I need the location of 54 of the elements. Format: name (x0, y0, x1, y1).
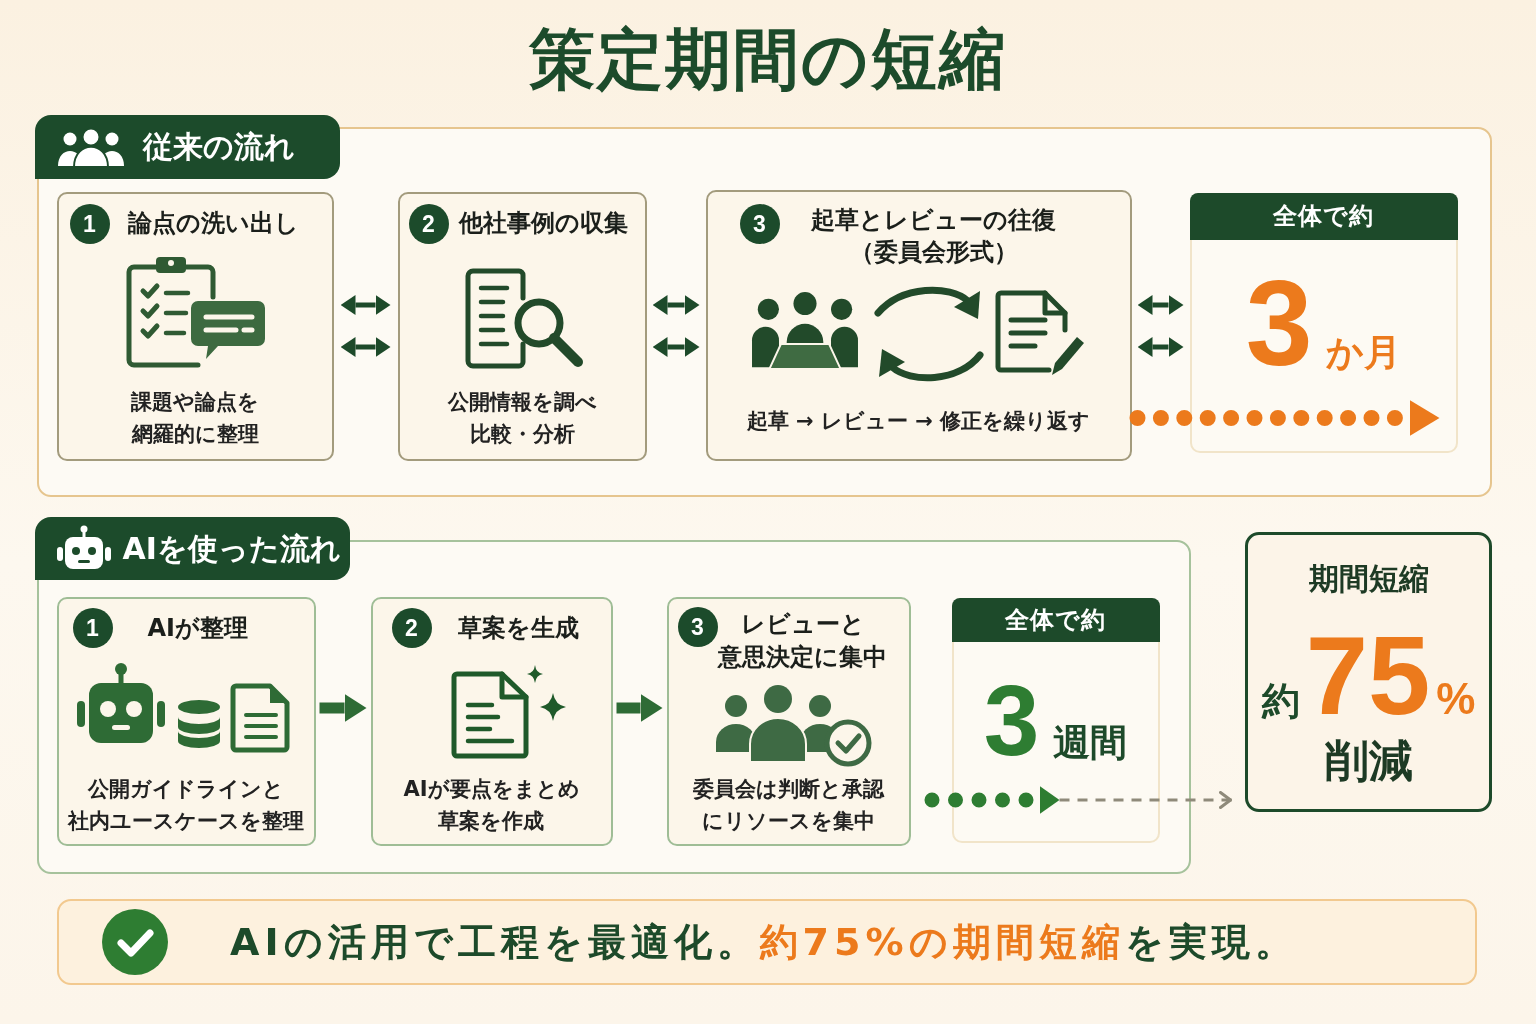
step-number: 3 (739, 203, 780, 244)
step-description: 公開ガイドラインと社内ユースケースを整理 (68, 775, 304, 835)
dotted-arrow (1129, 400, 1440, 436)
step-number: 1 (69, 203, 110, 244)
arrow (319, 694, 367, 722)
step-heading: 論点の洗い出し (127, 207, 299, 239)
step-card (56, 596, 316, 846)
double-arrow (652, 337, 700, 357)
double-arrow (1137, 295, 1184, 315)
percentage-number: 75 (1305, 620, 1431, 732)
dotted-arrow (924, 786, 1060, 814)
summary-banner (57, 899, 1477, 985)
card-heading: 全体で約 (951, 597, 1160, 642)
diagram-title: 策定期間の短縮 (529, 20, 1007, 100)
summary-text: AIの活用で工程を最適化。約75%の期間短縮を実現。 (230, 919, 1298, 966)
double-arrow (340, 337, 391, 357)
result-label: 削減 (1324, 735, 1413, 787)
dashed-arrow (1059, 791, 1232, 809)
step-card (370, 596, 613, 846)
duration-unit: か月 (1326, 333, 1402, 371)
result-card (1245, 532, 1492, 812)
step-heading: 起草とレビューの往復（委員会形式） (811, 204, 1056, 268)
step-number: 2 (391, 607, 432, 648)
prefix-label: 約 (1261, 682, 1300, 720)
double-arrow (1137, 337, 1184, 357)
duration-card (1189, 192, 1458, 453)
duration-number: 3 (983, 669, 1040, 770)
step-card (705, 189, 1132, 461)
step-card (666, 596, 911, 846)
step-heading: レビューと意思決定に集中 (718, 608, 887, 673)
duration-number: 3 (1245, 262, 1313, 383)
step-description: 委員会は判断と承認にリソースを集中 (693, 775, 884, 835)
step-number: 2 (408, 203, 449, 244)
percent-sign: % (1436, 677, 1476, 721)
step-description: 起草 → レビュー → 修正を繰り返す (746, 407, 1091, 435)
step-heading: 他社事例の収集 (458, 207, 628, 239)
step-card (56, 191, 334, 461)
step-number: 3 (677, 606, 718, 647)
step-heading: 草案を生成 (457, 612, 579, 644)
card-heading: 期間短縮 (1308, 561, 1429, 597)
step-description: 公開情報を調べ比較・分析 (447, 388, 597, 448)
step-description: 課題や論点を網羅的に整理 (131, 388, 259, 448)
step-card (397, 191, 647, 461)
duration-unit: 週間 (1053, 723, 1128, 761)
step-heading: AIが整理 (147, 612, 248, 644)
section-heading: 従来の流れ (142, 128, 295, 165)
arrow (616, 694, 663, 722)
card-heading: 全体で約 (1189, 192, 1458, 240)
duration-card (951, 597, 1160, 843)
section-heading: AIを使った流れ (122, 530, 341, 567)
step-description: AIが要点をまとめ草案を作成 (403, 775, 580, 835)
double-arrow (652, 295, 700, 315)
double-arrow (340, 295, 391, 315)
step-number: 1 (72, 607, 113, 648)
